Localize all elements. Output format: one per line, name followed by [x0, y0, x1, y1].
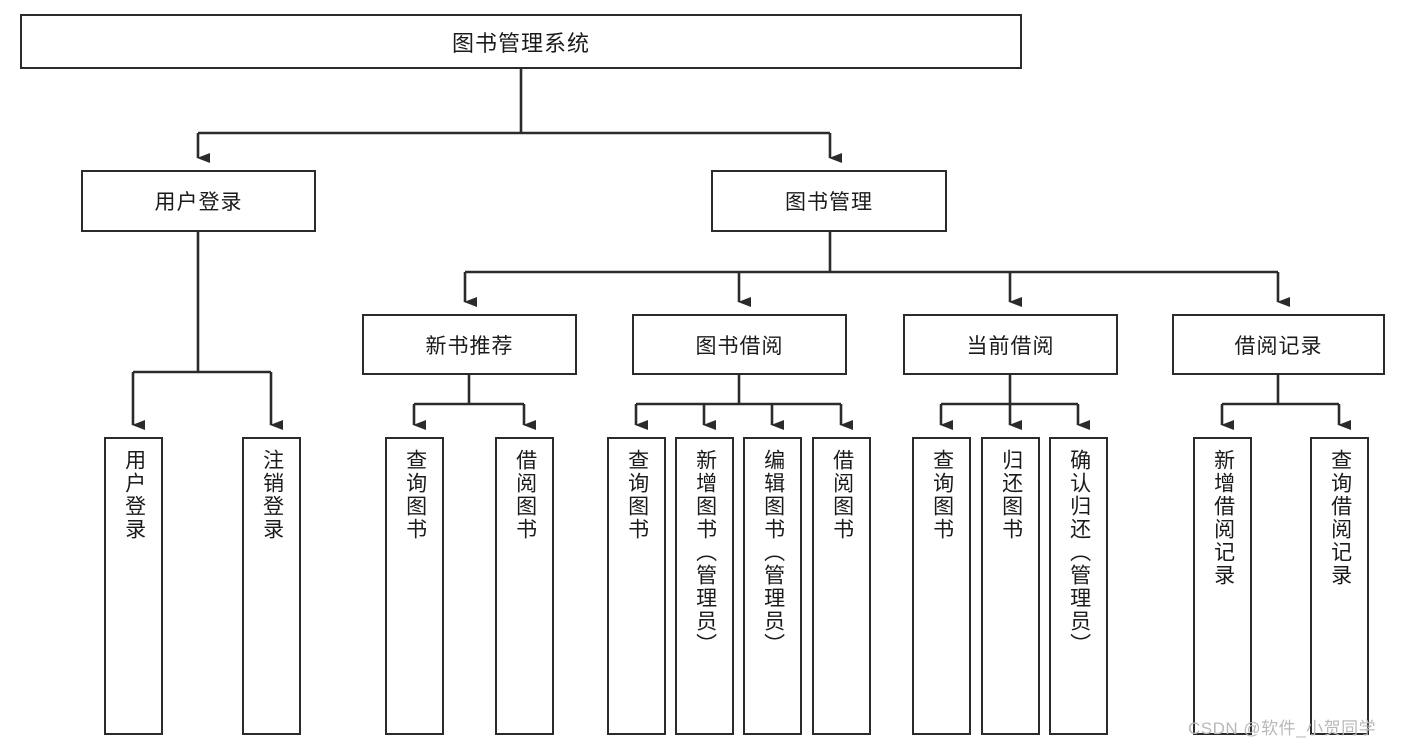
node-root-book-management-system[interactable]: 图书管理系统	[20, 14, 1022, 69]
node-label: 图书管理系统	[451, 30, 590, 56]
leaf-record-add-borrow-record[interactable]: 新增借阅记录	[1193, 437, 1252, 735]
leaf-new-book-borrow[interactable]: 借阅图书	[495, 437, 554, 735]
leaf-current-query-book[interactable]: 查询图书	[912, 437, 971, 735]
node-label: 新书推荐	[425, 334, 514, 358]
node-user-login[interactable]: 用户登录	[81, 170, 316, 232]
node-borrow-record[interactable]: 借阅记录	[1172, 314, 1385, 375]
node-label: 借阅记录	[1234, 334, 1323, 358]
node-book-borrow[interactable]: 图书借阅	[632, 314, 847, 375]
node-label: 图书管理	[785, 191, 873, 214]
leaf-current-return-book[interactable]: 归还图书	[981, 437, 1040, 735]
leaf-borrow-query-book[interactable]: 查询图书	[607, 437, 666, 735]
leaf-user-login-login[interactable]: 用户登录	[104, 437, 163, 735]
leaf-new-book-query[interactable]: 查询图书	[385, 437, 444, 735]
node-label: 新增图书（管理员）	[693, 449, 717, 656]
node-label: 注销登录	[260, 449, 284, 541]
node-label: 用户登录	[122, 449, 146, 541]
node-label: 查询图书	[930, 449, 954, 541]
leaf-borrow-edit-book-admin[interactable]: 编辑图书（管理员）	[743, 437, 802, 735]
node-book-management[interactable]: 图书管理	[711, 170, 947, 232]
node-label: 查询图书	[625, 449, 649, 541]
node-label: 用户登录	[154, 191, 243, 214]
leaf-user-login-logout[interactable]: 注销登录	[242, 437, 301, 735]
node-label: 当前借阅	[966, 334, 1055, 358]
leaf-borrow-add-book-admin[interactable]: 新增图书（管理员）	[675, 437, 734, 735]
leaf-current-confirm-return-admin[interactable]: 确认归还（管理员）	[1049, 437, 1108, 735]
node-label: 归还图书	[999, 449, 1023, 541]
node-label: 确认归还（管理员）	[1067, 449, 1091, 656]
leaf-borrow-borrow-book[interactable]: 借阅图书	[812, 437, 871, 735]
node-label: 查询图书	[403, 449, 427, 541]
node-label: 图书借阅	[695, 334, 784, 358]
node-label: 借阅图书	[513, 449, 537, 541]
leaf-record-query-borrow-record[interactable]: 查询借阅记录	[1310, 437, 1369, 735]
node-new-book-recommend[interactable]: 新书推荐	[362, 314, 577, 375]
node-label: 新增借阅记录	[1211, 449, 1235, 587]
watermark: CSDN @软件_小贺同学	[1188, 719, 1377, 738]
node-label: 编辑图书（管理员）	[761, 449, 785, 656]
node-label: 借阅图书	[830, 449, 854, 541]
node-label: 查询借阅记录	[1328, 449, 1352, 587]
node-current-borrow[interactable]: 当前借阅	[903, 314, 1118, 375]
